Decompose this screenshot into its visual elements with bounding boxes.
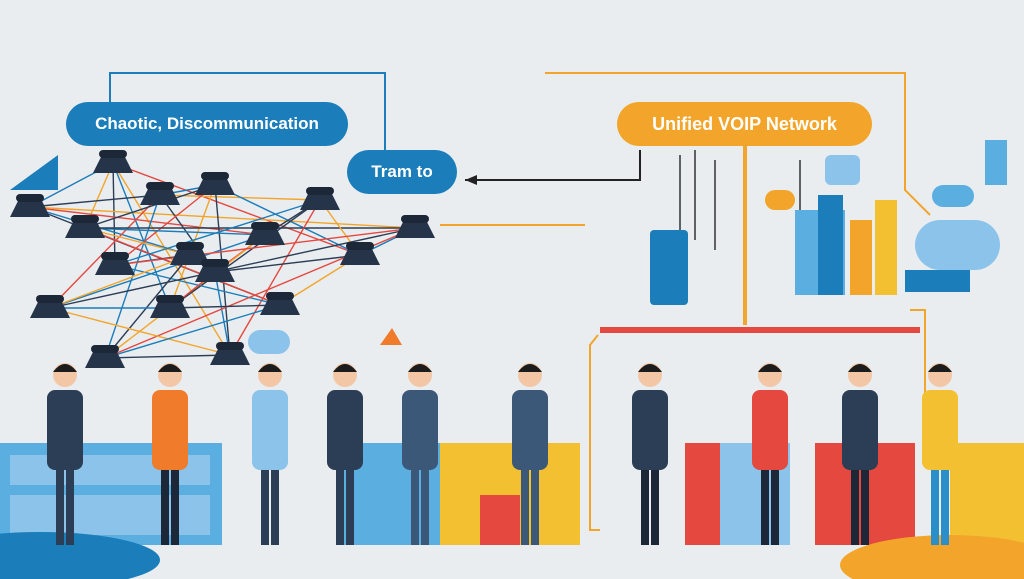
desk-phone-icon <box>95 252 135 275</box>
person <box>152 363 188 545</box>
connection-line <box>114 264 281 306</box>
desk-phone-icon <box>340 242 380 265</box>
connection-line <box>49 254 191 309</box>
connection-line <box>112 162 231 356</box>
desk-phone-icon <box>195 259 235 282</box>
connection-line <box>49 227 416 309</box>
floor-blob <box>0 532 160 579</box>
desk-phone-icon <box>10 194 50 217</box>
connection-line <box>112 162 116 266</box>
person <box>922 363 958 545</box>
connection-line <box>169 304 281 309</box>
connection-line <box>84 227 191 256</box>
person <box>402 363 438 545</box>
connection-line <box>29 206 191 256</box>
connection-line <box>114 184 216 266</box>
connection-line <box>29 206 416 229</box>
connection-line <box>214 271 231 356</box>
person <box>752 363 788 545</box>
connection-line <box>104 254 191 359</box>
connection-line <box>104 304 281 359</box>
desk-phone-icon <box>170 242 210 265</box>
person <box>252 363 288 545</box>
connection-line <box>29 194 161 208</box>
cloud-icon <box>915 220 1000 270</box>
connection-line <box>49 234 266 309</box>
desk-phone-icon <box>93 150 133 173</box>
arrow-icon <box>465 175 477 185</box>
person <box>842 363 878 545</box>
desk-phone-icon <box>260 292 300 315</box>
desk-phone-icon <box>210 342 250 365</box>
desk-phone-icon <box>65 215 105 238</box>
desk-phone-icon <box>150 295 190 318</box>
connection-line <box>229 199 321 356</box>
chaotic-label: Chaotic, Discommunication <box>66 102 348 146</box>
connection-line <box>169 199 321 309</box>
person <box>327 363 363 545</box>
desk-phone-icon <box>300 187 340 210</box>
person <box>47 363 83 545</box>
connection-line <box>114 227 416 266</box>
server-stack-right <box>10 140 1007 354</box>
desk-phone-icon <box>195 172 235 195</box>
connection-line <box>114 199 321 266</box>
connection-line <box>84 184 216 229</box>
desk-phone-icon <box>85 345 125 368</box>
person <box>632 363 668 545</box>
network-lines <box>109 72 931 531</box>
desk-phone-icon <box>245 222 285 245</box>
connection-line <box>104 354 231 359</box>
person <box>512 363 548 545</box>
connection-line <box>49 194 161 309</box>
connection-line <box>84 227 266 236</box>
connection-line <box>84 227 281 306</box>
people <box>47 363 958 545</box>
floor-blob <box>840 535 1024 579</box>
desk-phone-icon <box>395 215 435 238</box>
desk-phone-icon <box>30 295 70 318</box>
connection-line <box>49 307 231 356</box>
unified-network-label: Unified VOIP Network <box>617 102 872 146</box>
cloud-icon <box>765 190 795 210</box>
connection-line <box>214 254 361 273</box>
desk-phone-icon <box>140 182 180 205</box>
cloud-icon <box>825 155 860 185</box>
transition-label: Tram to <box>347 150 457 194</box>
cloud-icon <box>248 330 290 354</box>
cloud-icon <box>932 185 974 207</box>
